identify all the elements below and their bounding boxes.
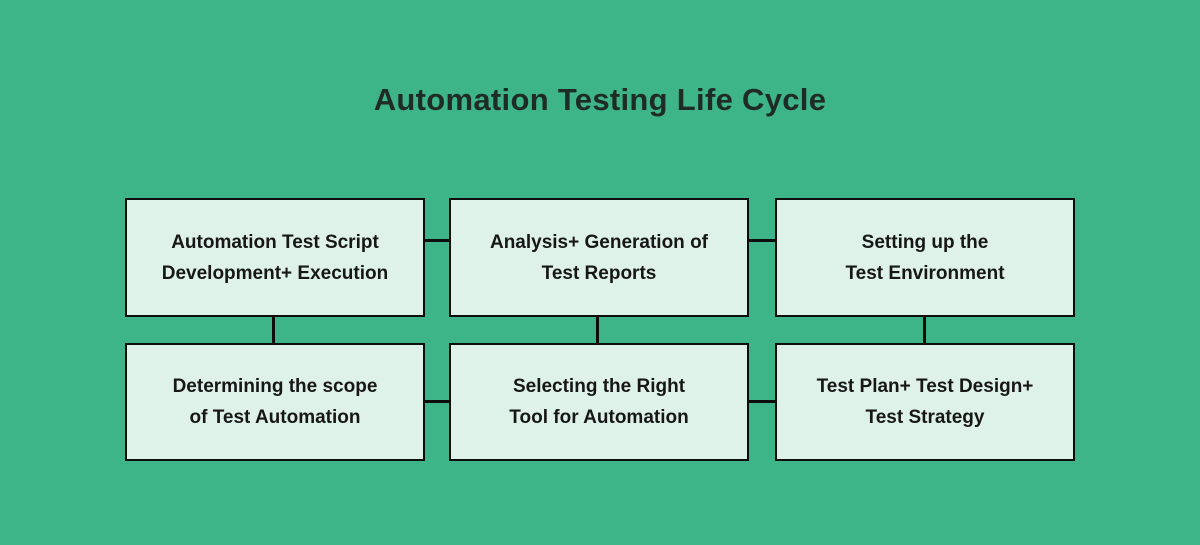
connector-horizontal-row2-box5-box6 — [747, 400, 777, 403]
flow-box-label-line: Test Strategy — [865, 407, 985, 428]
flow-box-label-line: Determining the scope — [172, 376, 378, 397]
flow-box-determining-scope: Determining the scope of Test Automation — [125, 343, 425, 461]
flow-box-label-line: Test Environment — [845, 262, 1005, 284]
page-title: Automation Testing Life Cycle — [373, 82, 827, 117]
connector-vertical-col3 — [923, 316, 926, 344]
connector-vertical-col2 — [596, 316, 599, 344]
flow-box-label-line: Development+ Execution — [161, 262, 389, 284]
flow-box-label-line: Selecting the Right — [512, 376, 686, 397]
connector-horizontal-row2-box4-box5 — [423, 400, 451, 403]
connector-vertical-col1 — [272, 316, 275, 344]
flow-box-setting-up-environment: Setting up the Test Environment — [775, 198, 1075, 317]
connector-horizontal-row1-box2-box3 — [747, 239, 777, 242]
flow-box-selecting-tool: Selecting the Right Tool for Automation — [449, 343, 749, 461]
flow-box-label-line: of Test Automation — [189, 407, 361, 428]
flow-box-label-line: Automation Test Script — [171, 231, 379, 253]
flow-box-label-line: Setting up the — [861, 231, 989, 253]
flow-box-label-line: Tool for Automation — [509, 407, 689, 428]
connector-horizontal-row1-box1-box2 — [423, 239, 451, 242]
flow-box-label-line: Test Plan+ Test Design+ — [816, 376, 1034, 397]
flow-box-test-plan-design-strategy: Test Plan+ Test Design+ Test Strategy — [775, 343, 1075, 461]
flow-box-label-line: Test Reports — [541, 262, 657, 284]
flow-box-automation-test-script: Automation Test Script Development+ Exec… — [125, 198, 425, 317]
flow-box-label-line: Analysis+ Generation of — [489, 231, 709, 253]
flow-box-analysis-generation: Analysis+ Generation of Test Reports — [449, 198, 749, 317]
